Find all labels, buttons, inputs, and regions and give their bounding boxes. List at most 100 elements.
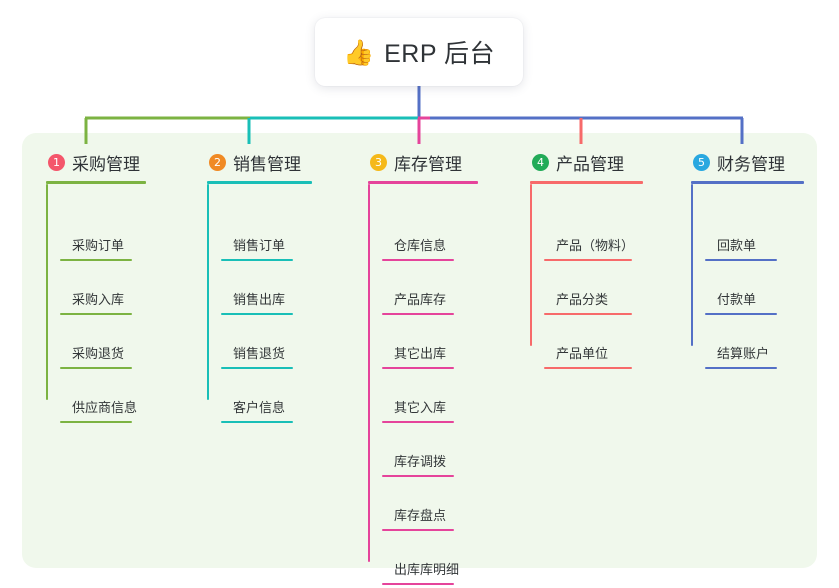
leaf-item-label: 其它入库 <box>394 400 447 415</box>
leaf-item-underline <box>60 259 132 261</box>
leaf-item[interactable]: 其它入库 <box>368 369 478 423</box>
leaf-item-underline <box>382 259 454 261</box>
column-header-产品管理[interactable]: 4 产品管理 <box>530 150 643 174</box>
diagram-panel <box>22 133 817 568</box>
leaf-item-label: 客户信息 <box>233 400 286 415</box>
leaf-item-underline <box>544 313 632 315</box>
column-underline <box>691 181 804 184</box>
leaf-item-underline <box>221 421 293 423</box>
leaf-item-underline <box>705 313 777 315</box>
leaf-item-label: 供应商信息 <box>72 400 138 415</box>
leaf-item-underline <box>544 259 632 261</box>
leaf-list: 销售订单销售出库销售退货客户信息 <box>207 184 312 423</box>
column-title: 采购管理 <box>72 154 140 174</box>
page-title: ERP 后台 <box>384 40 496 68</box>
column-underline <box>46 181 146 184</box>
column-badge: 2 <box>209 153 226 171</box>
column-badge: 1 <box>48 153 65 171</box>
column-spine <box>46 184 48 400</box>
leaf-list: 仓库信息产品库存其它出库其它入库库存调拨库存盘点出库库明细 <box>368 184 478 585</box>
leaf-item-label: 采购入库 <box>72 292 125 307</box>
leaf-item-label: 仓库信息 <box>394 238 447 253</box>
thumbs-up-icon: 👍 <box>342 38 375 67</box>
leaf-item-label: 采购退货 <box>72 346 125 361</box>
leaf-list: 产品（物料） 产品分类产品单位 <box>530 184 643 369</box>
column-title: 产品管理 <box>556 154 624 174</box>
leaf-item[interactable]: 采购退货 <box>46 315 146 369</box>
leaf-item[interactable]: 采购入库 <box>46 261 146 315</box>
column-header-销售管理[interactable]: 2 销售管理 <box>207 150 312 174</box>
leaf-item-label: 采购订单 <box>72 238 125 253</box>
leaf-item-label: 付款单 <box>717 292 757 307</box>
leaf-item-label: 结算账户 <box>717 346 770 361</box>
leaf-item-label: 产品库存 <box>394 292 447 307</box>
leaf-item-label: 回款单 <box>717 238 757 253</box>
leaf-item[interactable]: 库存盘点 <box>368 477 478 531</box>
column-spine <box>368 184 370 562</box>
leaf-list: 回款单付款单结算账户 <box>691 184 804 369</box>
leaf-item[interactable]: 产品分类 <box>530 261 643 315</box>
column-spine <box>691 184 693 346</box>
column-header-库存管理[interactable]: 3 库存管理 <box>368 150 478 174</box>
leaf-item-underline <box>221 259 293 261</box>
leaf-item[interactable]: 产品库存 <box>368 261 478 315</box>
leaf-item-underline <box>382 367 454 369</box>
leaf-item-label: 其它出库 <box>394 346 447 361</box>
leaf-item-label: 产品（物料） <box>556 238 635 253</box>
column-header-财务管理[interactable]: 5 财务管理 <box>691 150 804 174</box>
leaf-item-label: 库存调拨 <box>394 454 447 469</box>
leaf-item[interactable]: 产品单位 <box>530 315 643 369</box>
leaf-item-label: 产品分类 <box>556 292 609 307</box>
leaf-item-underline <box>60 313 132 315</box>
column-badge: 4 <box>532 153 549 171</box>
leaf-item-label: 出库库明细 <box>394 562 460 577</box>
column-underline <box>530 181 643 184</box>
column-badge: 3 <box>370 153 387 171</box>
leaf-item[interactable]: 仓库信息 <box>368 207 478 261</box>
column-underline <box>368 181 478 184</box>
leaf-item[interactable]: 付款单 <box>691 261 804 315</box>
leaf-item-label: 销售出库 <box>233 292 286 307</box>
column-title: 销售管理 <box>233 154 301 174</box>
leaf-item[interactable]: 销售出库 <box>207 261 312 315</box>
leaf-item-label: 产品单位 <box>556 346 609 361</box>
leaf-item[interactable]: 出库库明细 <box>368 531 478 585</box>
leaf-item[interactable]: 产品（物料） <box>530 207 643 261</box>
leaf-item-underline <box>382 475 454 477</box>
column-产品管理: 4 产品管理产品（物料） 产品分类产品单位 <box>530 150 643 369</box>
root-node-card[interactable]: 👍 ERP 后台 <box>315 18 523 86</box>
leaf-item[interactable]: 其它出库 <box>368 315 478 369</box>
leaf-item[interactable]: 采购订单 <box>46 207 146 261</box>
leaf-item-underline <box>382 583 454 585</box>
leaf-item[interactable]: 结算账户 <box>691 315 804 369</box>
leaf-item[interactable]: 回款单 <box>691 207 804 261</box>
column-采购管理: 1 采购管理采购订单采购入库采购退货供应商信息 <box>46 150 146 423</box>
leaf-item-underline <box>705 259 777 261</box>
leaf-item-underline <box>221 313 293 315</box>
leaf-item-underline <box>544 367 632 369</box>
column-title: 库存管理 <box>394 154 462 174</box>
leaf-item[interactable]: 供应商信息 <box>46 369 146 423</box>
leaf-item[interactable]: 库存调拨 <box>368 423 478 477</box>
leaf-item[interactable]: 销售退货 <box>207 315 312 369</box>
leaf-item[interactable]: 销售订单 <box>207 207 312 261</box>
leaf-list: 采购订单采购入库采购退货供应商信息 <box>46 184 146 423</box>
leaf-item-underline <box>382 421 454 423</box>
leaf-item-underline <box>60 421 132 423</box>
leaf-item-label: 销售订单 <box>233 238 286 253</box>
leaf-item-label: 销售退货 <box>233 346 286 361</box>
leaf-item-underline <box>221 367 293 369</box>
leaf-item-underline <box>382 529 454 531</box>
column-财务管理: 5 财务管理回款单付款单结算账户 <box>691 150 804 369</box>
leaf-item[interactable]: 客户信息 <box>207 369 312 423</box>
column-badge: 5 <box>693 153 710 171</box>
column-销售管理: 2 销售管理销售订单销售出库销售退货客户信息 <box>207 150 312 423</box>
leaf-item-underline <box>60 367 132 369</box>
column-header-采购管理[interactable]: 1 采购管理 <box>46 150 146 174</box>
column-spine <box>530 184 532 346</box>
column-underline <box>207 181 312 184</box>
column-spine <box>207 184 209 400</box>
column-title: 财务管理 <box>717 154 785 174</box>
leaf-item-underline <box>382 313 454 315</box>
